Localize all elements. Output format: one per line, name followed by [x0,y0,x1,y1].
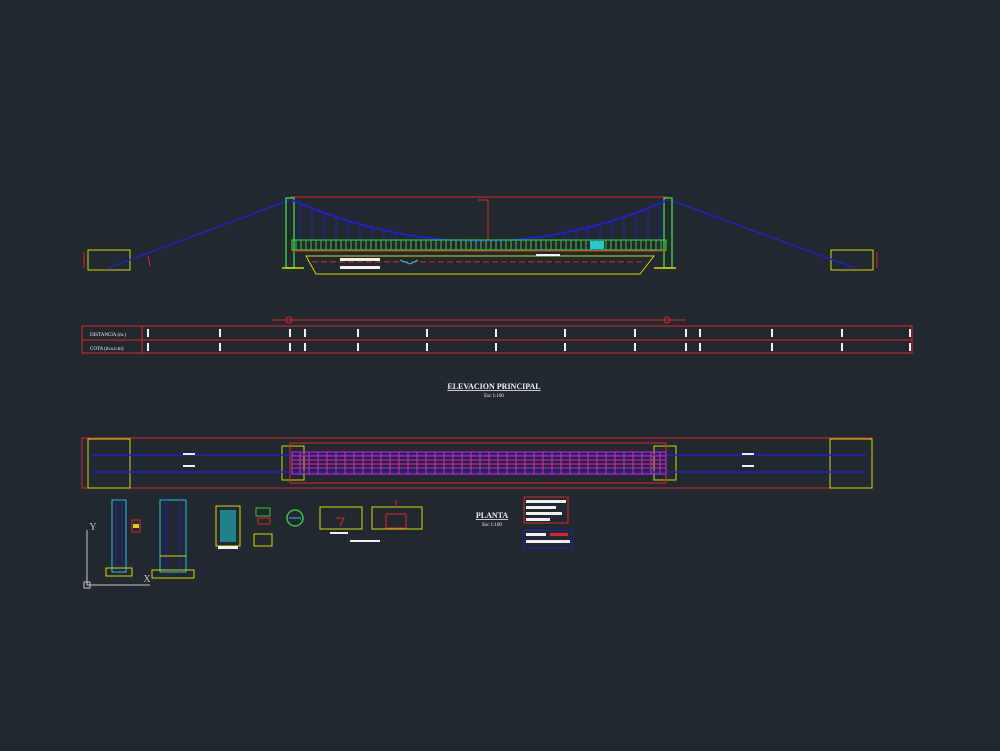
profile-station-marks [147,329,911,351]
station-mark [699,343,701,351]
plan-outline [81,437,873,489]
plan-view: PLANTA Esc 1:100 [81,437,873,528]
station-mark [909,329,911,337]
plan-title: PLANTA [476,511,509,520]
profile-table: DISTANCIA (m.) COTA (m.s.n.m) [81,316,913,354]
dimension-mark [742,465,754,467]
schedule-tables [523,496,573,549]
station-mark [357,329,359,337]
station-mark [219,329,221,337]
connector-details [253,507,304,547]
bridge-deck [291,239,667,251]
plan-left-tower [281,445,305,481]
left-backstay-cable [107,199,291,269]
elevation-scale: Esc 1:100 [484,394,504,399]
station-mark [771,343,773,351]
main-suspension-cable [291,199,669,242]
right-tower [663,197,673,269]
plan-dimension-marks [183,453,754,467]
tower-detail-2 [151,499,195,579]
left-tower [285,197,295,269]
station-mark [219,343,221,351]
station-mark [304,329,306,337]
station-mark [909,343,911,351]
deck-cyan-detail [590,241,604,249]
station-mark [771,329,773,337]
ucs-axis-icon: Y X [83,522,151,589]
dimension-mark [183,453,195,455]
section-detail [215,505,241,549]
profile-row-elevation-label: COTA (m.s.n.m) [90,347,124,352]
station-mark [495,343,497,351]
dimension-mark [742,453,754,455]
station-mark [304,343,306,351]
station-mark [685,329,687,337]
water-label-1 [340,258,380,261]
deck-railing-posts [295,240,662,250]
station-mark [699,329,701,337]
elevation-view [83,196,878,275]
plan-right-anchorage [829,438,873,489]
plan-scale: Esc 1:100 [482,523,502,528]
right-backstay-cable [669,199,856,269]
plan-right-tower [653,445,677,481]
station-mark [426,343,428,351]
ucs-y-label: Y [89,522,96,533]
footing-details [319,500,423,542]
station-mark [289,343,291,351]
plan-deck-grid [291,451,667,475]
station-mark [564,329,566,337]
details-group [105,496,573,579]
ucs-x-label: X [143,574,151,585]
station-mark [841,329,843,337]
station-mark [357,343,359,351]
tower-detail-1 [105,499,141,577]
plan-left-anchorage [87,438,131,489]
station-mark [564,343,566,351]
profile-row-distance-label: DISTANCIA (m.) [90,333,126,338]
station-mark [289,329,291,337]
station-mark [634,329,636,337]
water-label-2 [340,266,380,269]
station-mark [841,343,843,351]
dimension-mark [183,465,195,467]
station-mark [685,343,687,351]
deck-grid-frame [291,451,667,475]
station-mark [147,329,149,337]
station-mark [495,329,497,337]
right-anchorage [830,249,874,271]
elevation-title: ELEVACION PRINCIPAL [447,382,540,391]
station-mark [426,329,428,337]
station-mark [634,343,636,351]
station-mark [147,343,149,351]
